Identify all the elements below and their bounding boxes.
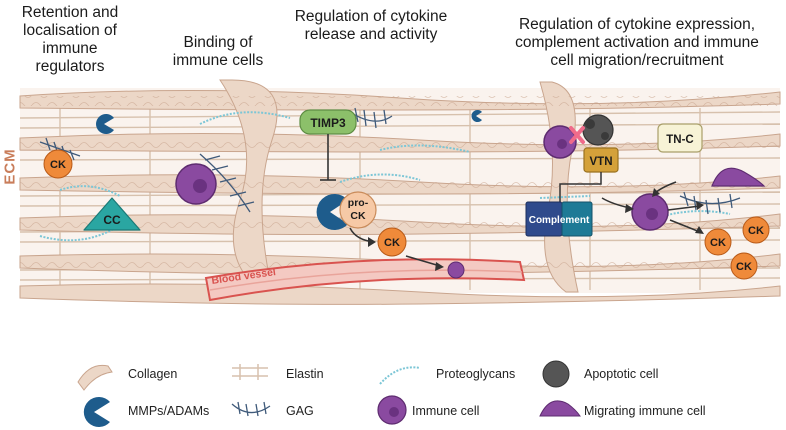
blocked-cross-icon [569,126,585,144]
header-regulation-expression-line3: cell migration/recruitment [550,52,724,69]
header-regulation-expression-line1: Regulation of cytokine expression, [518,16,756,33]
complement-label: Complement [529,215,590,226]
vtn-connector [559,172,602,202]
gag-clusters [39,107,741,215]
ck-middle-label: CK [384,237,400,249]
blood-vessel [204,258,526,302]
vtn-box: VTN [583,147,619,173]
arrow-heads [368,188,704,271]
vtn-label: VTN [590,156,613,168]
legend-gag-icon [231,401,271,417]
complement-box: Complement [525,201,593,237]
pro-ck-label-2: CK [350,210,366,222]
header-retention: Retention and localisation of immune reg… [4,4,136,76]
migrating-cell-icon [711,167,766,187]
header-retention-line1: Retention and [21,4,119,21]
mmp-icon-small [471,110,482,123]
mmp-icon-timp [316,194,348,231]
ck-right-3: CK [730,252,758,280]
legend-immune-label: Immune cell [412,404,480,418]
header-retention-line2: localisation of [23,22,117,39]
timp3-label: TIMP3 [310,116,346,130]
header-regulation-cytokine-line2: release and activity [304,26,438,43]
legend-mmp-label: MMPs/ADAMs [128,404,210,418]
legend-apoptotic-label: Apoptotic cell [584,367,659,381]
immune-cell-vtn [543,125,577,159]
pro-ck-label-1: pro- [348,197,369,209]
ck-left: CK [43,149,73,179]
ck-right-1-label: CK [710,237,726,249]
legend-immune-icon [377,395,407,425]
header-binding-line2: immune cells [172,52,264,69]
header-regulation-cytokine-line1: Regulation of cytokine [294,8,448,25]
legend-apoptotic-icon [542,360,570,388]
cc-chemokine: CC [83,197,141,231]
legend-migrating-icon [539,400,581,417]
ck-left-label: CK [50,159,66,171]
legend-collagen-label: Collagen [128,367,178,381]
legend-elastin-label: Elastin [286,367,324,381]
legend-elastin-icon [232,364,268,380]
tnc-box: TN-C [657,123,703,153]
legend-icons [77,360,581,427]
ck-right-2-label: CK [748,225,764,237]
cc-label: CC [103,213,121,227]
ck-right-3-label: CK [736,261,752,273]
legend-proteoglycans-icon [379,366,421,385]
immune-cell-right [631,193,669,231]
timp3-box: TIMP3 [299,109,357,135]
tnc-label: TN-C [666,134,693,146]
legend-migrating-label: Migrating immune cell [584,404,706,418]
header-binding-line1: Binding of [183,34,253,51]
apoptotic-cell [582,114,614,146]
ck-right-2: CK [742,216,770,244]
legend-collagen-icon [77,364,113,391]
legend-proteoglycans-label: Proteoglycans [436,367,516,381]
header-regulation-expression-line2: complement activation and immune [515,34,759,51]
ck-right-1: CK [704,228,732,256]
header-retention-line3: immune [42,40,98,57]
legend-mmp-icon [83,397,110,427]
ck-middle: CK [377,227,407,257]
immune-cell-binding [175,163,217,205]
timp3-inhibition [320,134,336,181]
header-regulation-cytokine: Regulation of cytokine release and activ… [276,8,466,44]
pro-ck: pro- CK [339,191,377,229]
header-binding: Binding of immune cells [158,34,278,70]
legend-gag-label: GAG [286,404,314,418]
header-retention-line4: regulators [35,58,105,75]
mmp-icon-left [96,114,114,134]
immune-cell-vessel [447,261,465,279]
header-regulation-expression: Regulation of cytokine expression, compl… [496,16,778,70]
